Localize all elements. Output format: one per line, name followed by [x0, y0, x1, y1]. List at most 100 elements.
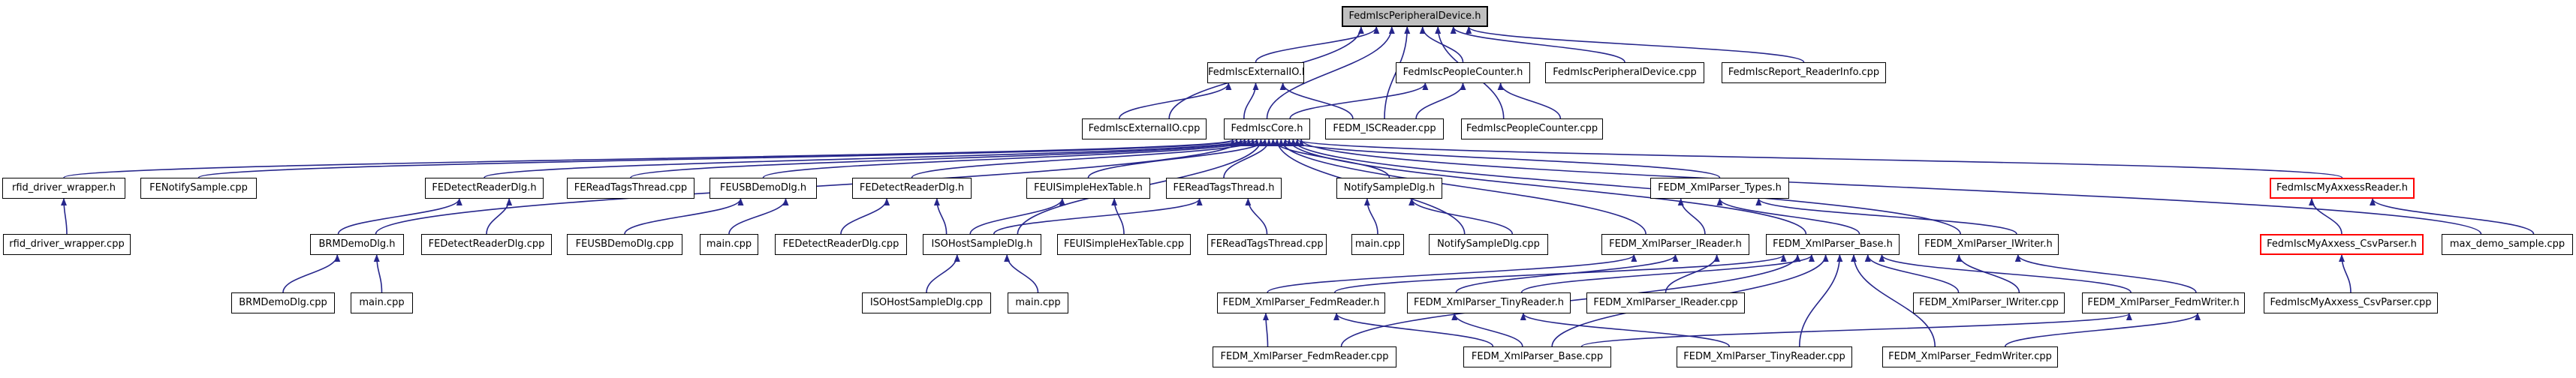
graph-node-peoplecounter_cpp[interactable]: FedmIscPeopleCounter.cpp [1461, 118, 1603, 140]
include-edge-csvparser_cpp-to-csvparser_h [2339, 254, 2352, 293]
graph-node-feui_cpp[interactable]: FEUISimpleHexTable.cpp [1057, 234, 1191, 255]
include-edge-base_h-to-types_h [1716, 198, 1860, 235]
graph-node-fereadtags_cpp_a[interactable]: FEReadTagsThread.cpp [567, 178, 694, 199]
graph-node-feusb_h[interactable]: FEUSBDemoDlg.h [710, 178, 817, 199]
graph-node-brm_h[interactable]: BRMDemoDlg.h [310, 234, 404, 255]
include-edge-fedetect_cpp1-to-fedetect_h1 [486, 198, 513, 235]
graph-node-externalio_h[interactable]: FedmIscExternalIO.h [1207, 62, 1304, 83]
include-edge-fedetect_h2-to-core_h [911, 139, 1260, 178]
graph-node-csvparser_h[interactable]: FedmIscMyAxxess_CsvParser.h [2260, 234, 2424, 255]
graph-node-fedetect_h2[interactable]: FEDetectReaderDlg.h [852, 178, 972, 199]
graph-node-report_readerinfo_cpp[interactable]: FedmIscReport_ReaderInfo.cpp [1722, 62, 1886, 83]
include-edge-base_cpp-to-tinyreader_h [1451, 313, 1523, 347]
include-edge-fedmreader_cpp-to-fedmreader_h [1262, 313, 1269, 347]
include-edge-base_cpp-to-fedmwriter_h [1580, 313, 2132, 347]
include-edge-isohost_h-to-feui_h [969, 198, 1065, 235]
include-edge-core_h-to-peripheral_h [1266, 26, 1395, 119]
include-edge-fedmwriter_h-to-iwriter_h [2014, 254, 2197, 293]
graph-node-isohost_h[interactable]: ISOHostSampleDlg.h [923, 234, 1041, 255]
include-edge-iwriter_cpp-to-base_h [1864, 254, 1960, 293]
include-edge-externalio_h-to-peripheral_h [1255, 26, 1380, 63]
graph-node-iwriter_cpp[interactable]: FEDM_XmlParser_IWriter.cpp [1913, 292, 2065, 314]
include-edge-rfid_h-to-core_h [63, 139, 1236, 178]
include-edge-isohost_cpp-to-isohost_h [926, 254, 960, 293]
include-edge-report_readerinfo_cpp-to-peripheral_h [1466, 26, 1805, 63]
graph-node-fereadtags_h[interactable]: FEReadTagsThread.h [1166, 178, 1282, 199]
graph-node-fenotify_cpp[interactable]: FENotifySample.cpp [140, 178, 257, 199]
include-edge-feusb_h-to-core_h [762, 139, 1256, 178]
graph-node-rfid_h[interactable]: rfid_driver_wrapper.h [2, 178, 125, 199]
graph-node-externalio_cpp[interactable]: FedmIscExternalIO.cpp [1082, 118, 1207, 140]
graph-node-main1[interactable]: main.cpp [700, 234, 758, 255]
include-edge-iwriter_h-to-core_h [1290, 139, 1961, 235]
include-edge-tinyreader_cpp-to-base_h [1799, 254, 1843, 347]
include-edge-fereadtags_cpp_a-to-core_h [630, 139, 1252, 178]
graph-node-base_cpp[interactable]: FEDM_XmlParser_Base.cpp [1463, 346, 1611, 368]
graph-node-fedetect_cpp1[interactable]: FEDetectReaderDlg.cpp [421, 234, 552, 255]
include-edge-isohost_h-to-fereadtags_h [993, 198, 1203, 235]
graph-node-fedmwriter_h[interactable]: FEDM_XmlParser_FedmWriter.h [2082, 292, 2245, 314]
include-edge-notify_cpp-to-notify_h [1409, 198, 1514, 235]
graph-node-notify_cpp[interactable]: NotifySampleDlg.cpp [1429, 234, 1548, 255]
include-edge-ireader_cpp-to-ireader_h [1665, 254, 1720, 293]
include-edge-feusb_cpp-to-feusb_h [624, 198, 744, 235]
graph-node-main2[interactable]: main.cpp [1351, 234, 1404, 255]
graph-node-ireader_cpp[interactable]: FEDM_XmlParser_IReader.cpp [1586, 292, 1745, 314]
include-edge-fedmwriter_h-to-base_h [1879, 254, 2132, 293]
include-edge-tinyreader_cpp-to-tinyreader_h [1520, 313, 1730, 347]
graph-node-feui_h[interactable]: FEUISimpleHexTable.h [1026, 178, 1150, 199]
include-edge-core_h-to-peoplecounter_h [1289, 82, 1429, 119]
graph-node-rfid_cpp[interactable]: rfid_driver_wrapper.cpp [3, 234, 131, 255]
include-edge-iscreader_cpp-to-peoplecounter_h [1415, 82, 1466, 119]
graph-node-ireader_h[interactable]: FEDM_XmlParser_IReader.h [1601, 234, 1749, 255]
include-edge-base_h-to-core_h [1286, 139, 1807, 235]
graph-node-brm_cpp[interactable]: BRMDemoDlg.cpp [231, 292, 335, 314]
include-edge-peripheral_cpp-to-peripheral_h [1450, 26, 1625, 63]
graph-node-feusb_cpp[interactable]: FEUSBDemoDlg.cpp [567, 234, 682, 255]
graph-node-peripheral_cpp[interactable]: FedmIscPeripheralDevice.cpp [1545, 62, 1704, 83]
graph-node-main4[interactable]: main.cpp [1008, 292, 1068, 314]
graph-node-fedetect_cpp2[interactable]: FEDetectReaderDlg.cpp [775, 234, 907, 255]
include-edge-core_h-to-externalio_h [1243, 82, 1259, 119]
graph-node-fedmreader_cpp[interactable]: FEDM_XmlParser_FedmReader.cpp [1213, 346, 1396, 368]
graph-node-csvparser_cpp[interactable]: FedmIscMyAxxess_CsvParser.cpp [2264, 292, 2438, 314]
include-edge-base_cpp-to-fedmreader_h [1333, 313, 1494, 347]
include-edge-maxdemo_cpp-to-myaxxess_h [2370, 198, 2535, 235]
include-edge-peoplecounter_cpp-to-peoplecounter_h [1497, 82, 1562, 119]
include-edge-fereadtags_h-to-core_h [1223, 139, 1273, 178]
graph-node-isohost_cpp[interactable]: ISOHostSampleDlg.cpp [862, 292, 991, 314]
include-edge-iwriter_h-to-types_h [1755, 198, 2017, 235]
include-edge-main4-to-isohost_h [1004, 254, 1039, 293]
include-edge-ireader_h-to-types_h [1677, 198, 1706, 235]
graph-node-base_h[interactable]: FEDM_XmlParser_Base.h [1766, 234, 1900, 255]
graph-node-tinyreader_h[interactable]: FEDM_XmlParser_TinyReader.h [1407, 292, 1571, 314]
graph-node-notify_h[interactable]: NotifySampleDlg.h [1336, 178, 1442, 199]
include-edge-main3-to-brm_h [373, 254, 383, 293]
graph-node-fereadtags_cpp_b[interactable]: FEReadTagsThread.cpp [1207, 234, 1327, 255]
graph-node-peoplecounter_h[interactable]: FedmIscPeopleCounter.h [1396, 62, 1530, 83]
include-edge-ireader_h-to-core_h [1278, 139, 1647, 235]
graph-node-core_h[interactable]: FedmIscCore.h [1224, 118, 1310, 140]
include-edge-externalio_cpp-to-externalio_h [1119, 82, 1232, 119]
include-edge-brm_cpp-to-brm_h [282, 254, 341, 293]
graph-node-types_h[interactable]: FEDM_XmlParser_Types.h [1650, 178, 1789, 199]
graph-node-fedmreader_h[interactable]: FEDM_XmlParser_FedmReader.h [1217, 292, 1385, 314]
include-edge-maxdemo_cpp-to-core_h [1298, 139, 2482, 235]
graph-node-myaxxess_h[interactable]: FedmIscMyAxxessReader.h [2270, 178, 2415, 199]
graph-node-fedmwriter_cpp[interactable]: FEDM_XmlParser_FedmWriter.cpp [1882, 346, 2058, 368]
include-edge-iscreader_cpp-to-externalio_h [1279, 82, 1354, 119]
include-edge-fedetect_h1-to-core_h [484, 139, 1248, 178]
include-edge-fedetect_cpp2-to-fedetect_h2 [840, 198, 890, 235]
graph-node-main3[interactable]: main.cpp [351, 292, 413, 314]
include-edge-fedmwriter_cpp-to-base_h [1851, 254, 1936, 347]
graph-node-iwriter_h[interactable]: FEDM_XmlParser_IWriter.h [1918, 234, 2059, 255]
include-edge-fedmreader_h-to-ireader_h [1267, 254, 1637, 293]
graph-node-peripheral_h[interactable]: FedmIscPeripheralDevice.h [1342, 6, 1488, 27]
include-edge-iwriter_cpp-to-iwriter_h [1956, 254, 2020, 293]
graph-node-tinyreader_cpp[interactable]: FEDM_XmlParser_TinyReader.cpp [1677, 346, 1852, 368]
include-edge-rfid_cpp-to-rfid_h [61, 198, 68, 235]
graph-node-fedetect_h1[interactable]: FEDetectReaderDlg.h [425, 178, 544, 199]
graph-node-maxdemo_cpp[interactable]: max_demo_sample.cpp [2442, 234, 2573, 255]
include-edge-feui_cpp-to-feui_h [1111, 198, 1125, 235]
graph-node-iscreader_cpp[interactable]: FEDM_ISCReader.cpp [1325, 118, 1444, 140]
